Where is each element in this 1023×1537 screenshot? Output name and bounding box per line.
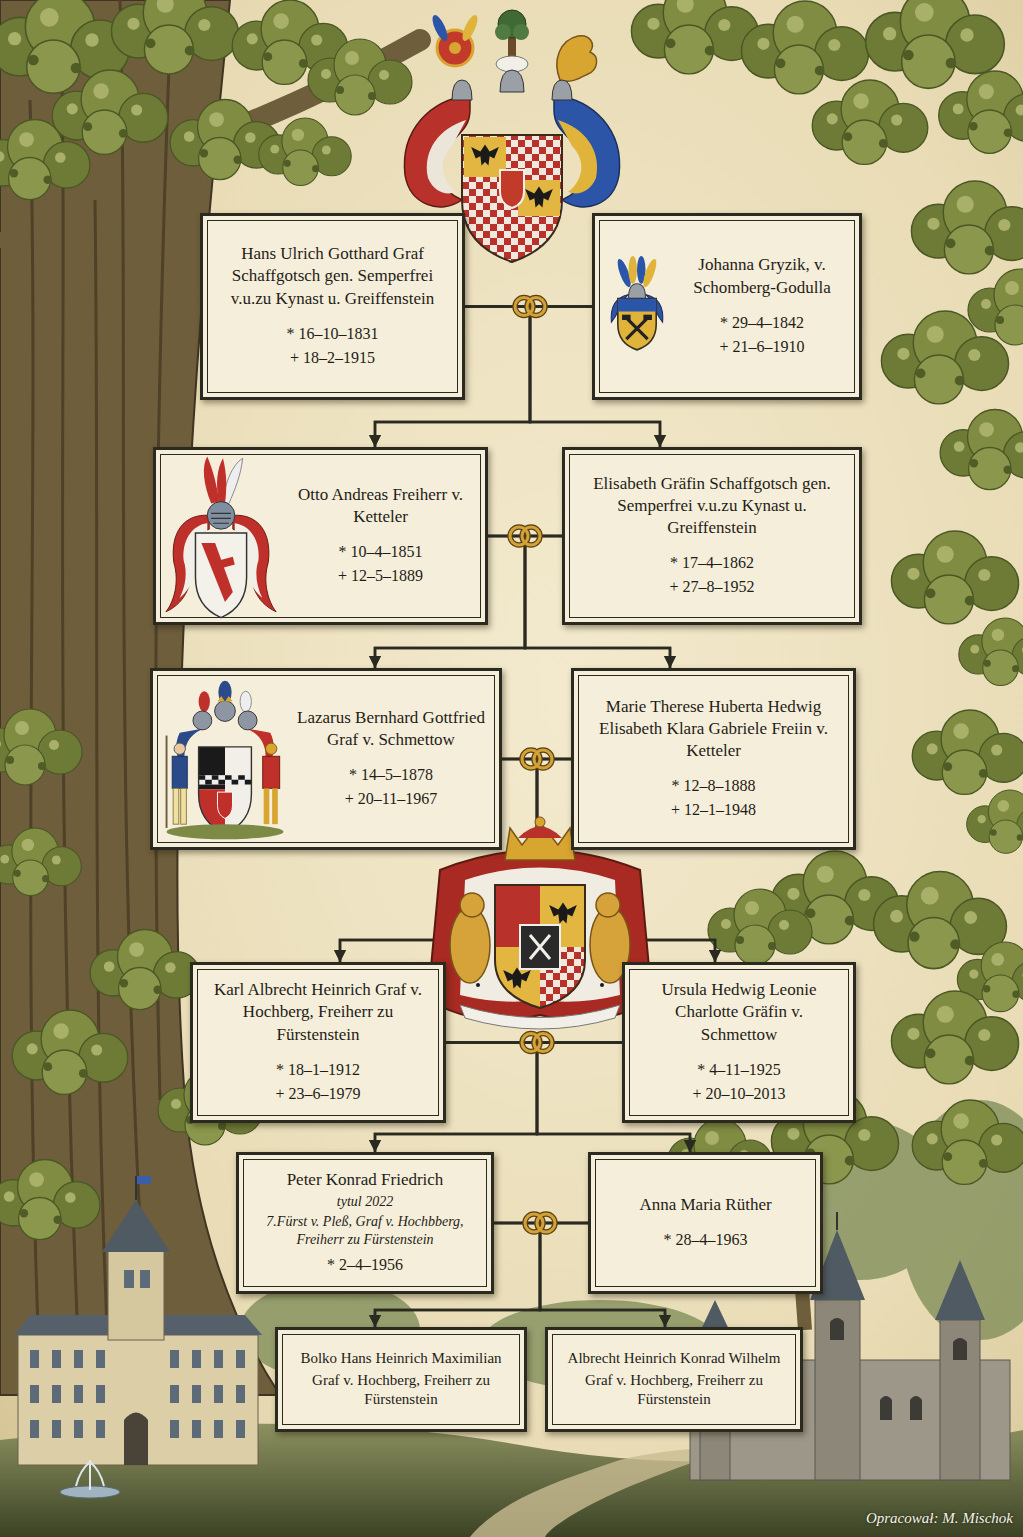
person-name: Elisabeth Gräfin Schaffgotsch gen. Sempe… — [581, 473, 843, 539]
person-name: Johanna Gryzik, v. Schomberg-Godulla — [679, 254, 845, 298]
life-date: * 16–10–1831 — [219, 322, 446, 346]
life-date: * 12–8–1888 — [590, 774, 837, 798]
person-name: Bolko Hans Heinrich Maximilian — [290, 1349, 512, 1369]
foliage — [0, 0, 1023, 1240]
life-date: * 29–4–1842 — [679, 311, 845, 335]
credit-note: Opracował: M. Mischok — [790, 1510, 1013, 1527]
person-box: Elisabeth Gräfin Schaffgotsch gen. Sempe… — [562, 447, 862, 625]
life-date: + 20–11–1967 — [295, 787, 487, 811]
person-box: Lazarus Bernhard Gottfried Graf v. Schme… — [150, 668, 502, 850]
wedding-rings — [522, 750, 552, 768]
person-box: Anna Maria Rüther * 28–4–1963 — [588, 1152, 823, 1294]
person-name: Hans Ulrich Gotthard Graf Schaffgotsch g… — [219, 243, 446, 309]
person-box: Peter Konrad Friedrich tytul 2022 7.Fürst … — [236, 1152, 494, 1294]
title-note: tytul 2022 — [253, 1193, 477, 1211]
person-box: Karl Albrecht Heinrich Graf v. Hochberg,… — [190, 962, 446, 1123]
life-date: * 14–5–1878 — [295, 763, 487, 787]
life-date: + 21–6–1910 — [679, 335, 845, 359]
person-box: Marie Therese Huberta Hedwig Elisabeth K… — [571, 668, 856, 850]
life-date: + 12–5–1889 — [290, 564, 471, 588]
life-date: * 2–4–1956 — [253, 1253, 477, 1277]
person-name: Albrecht Heinrich Konrad Wilhelm — [560, 1349, 788, 1369]
life-date: * 18–1–1912 — [209, 1058, 427, 1082]
coat-of-arms — [164, 454, 282, 622]
life-date: + 12–1–1948 — [590, 798, 837, 822]
life-date: + 20–10–2013 — [641, 1082, 837, 1106]
person-name: Karl Albrecht Heinrich Graf v. Hochberg,… — [209, 979, 427, 1045]
title-note: Graf v. Hochberg, Freiherr zu Fürstenste… — [290, 1371, 512, 1410]
life-date: * 17–4–1862 — [581, 551, 843, 575]
person-box: Bolko Hans Heinrich MaximilianGraf v. Ho… — [275, 1327, 527, 1432]
person-name: Otto Andreas Freiherr v. Ketteler — [290, 484, 471, 528]
wedding-rings — [522, 1034, 552, 1052]
wedding-rings — [525, 1214, 555, 1232]
title-note: Graf v. Hochberg, Freiherr zu Fürstenste… — [560, 1371, 788, 1410]
person-name: Marie Therese Huberta Hedwig Elisabeth K… — [590, 696, 837, 762]
coat-of-arms — [159, 677, 291, 845]
wedding-rings — [515, 298, 545, 316]
person-box: Otto Andreas Freiherr v. Ketteler * 10–4–… — [153, 447, 488, 625]
person-name: Ursula Hedwig Leonie Charlotte Gräfin v.… — [641, 979, 837, 1045]
person-name: Lazarus Bernhard Gottfried Graf v. Schme… — [295, 707, 487, 751]
title-note: 7.Fürst v. Pleß, Graf v. Hochbberg, Frei… — [253, 1213, 477, 1249]
palace-left — [14, 1176, 262, 1498]
person-name: Peter Konrad Friedrich — [253, 1169, 477, 1191]
person-name: Anna Maria Rüther — [605, 1194, 806, 1216]
life-date: * 4–11–1925 — [641, 1058, 837, 1082]
life-date: + 27–8–1952 — [581, 575, 843, 599]
life-date: + 23–6–1979 — [209, 1082, 427, 1106]
person-box: Hans Ulrich Gotthard Graf Schaffgotsch g… — [200, 213, 465, 400]
coat-of-arms — [605, 256, 669, 352]
life-date: + 18–2–1915 — [219, 346, 446, 370]
person-box: Johanna Gryzik, v. Schomberg-Godulla * 29… — [592, 213, 862, 400]
wedding-rings — [510, 527, 540, 545]
person-box: Albrecht Heinrich Konrad WilhelmGraf v. … — [545, 1327, 803, 1432]
person-box: Ursula Hedwig Leonie Charlotte Gräfin v.… — [622, 962, 856, 1123]
life-date: * 10–4–1851 — [290, 540, 471, 564]
life-date: * 28–4–1963 — [605, 1228, 806, 1252]
